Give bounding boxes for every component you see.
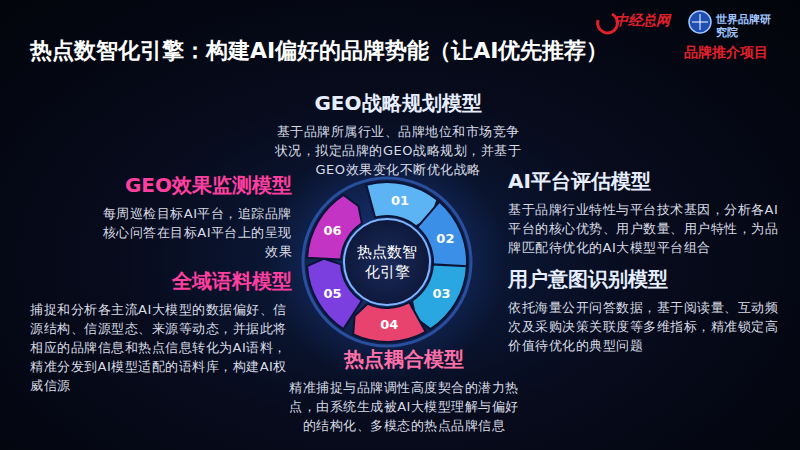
model-description: 基于品牌行业特性与平台技术基因，分析各AI平台的核心优势、用户数量、用户特性，为… bbox=[508, 200, 780, 257]
model-block: 热点耦合模型精准捕捉与品牌调性高度契合的潜力热点，由系统生成被AI大模型理解与偏… bbox=[286, 346, 522, 435]
wheel-segment bbox=[353, 302, 426, 342]
model-description: 基于品牌所属行业、品牌地位和市场竞争状况，拟定品牌的GEO战略规划，并基于GEO… bbox=[272, 122, 524, 179]
model-block: 全域语料模型捕捉和分析各主流AI大模型的数据偏好、信源结构、信源型态、来源等动态… bbox=[30, 268, 292, 395]
segment-number: 03 bbox=[433, 286, 451, 301]
wheel-glow bbox=[267, 142, 507, 382]
model-description: 依托海量公开问答数据，基于阅读量、互动频次及采购决策关联度等多维指标，精准锁定高… bbox=[508, 298, 790, 355]
callout-number: 05 bbox=[323, 286, 341, 301]
callout-number: 04 bbox=[380, 317, 398, 332]
logo-mark bbox=[598, 11, 711, 33]
model-block: AI平台评估模型基于品牌行业特性与平台技术基因，分析各AI平台的核心优势、用户数… bbox=[508, 168, 780, 257]
wheel-segments bbox=[307, 182, 467, 342]
model-heading: 全域语料模型 bbox=[30, 268, 292, 294]
segment-number: 01 bbox=[391, 193, 409, 208]
callout-number: 01 bbox=[391, 193, 409, 208]
model-heading: GEO效果监测模型 bbox=[96, 172, 292, 198]
callout-number: 06 bbox=[323, 223, 341, 238]
wheel-rim bbox=[303, 178, 471, 346]
segment-number: 06 bbox=[323, 223, 341, 238]
model-description: 捕捉和分析各主流AI大模型的数据偏好、信源结构、信源型态、来源等动态，并据此将相… bbox=[30, 300, 292, 395]
model-description: 每周巡检目标AI平台，追踪品牌核心问答在目标AI平台上的呈现效果 bbox=[96, 204, 292, 261]
engine-label: 热点数智化引擎 bbox=[355, 242, 419, 282]
model-block: GEO效果监测模型每周巡检目标AI平台，追踪品牌核心问答在目标AI平台上的呈现效… bbox=[96, 172, 292, 261]
logo-text: 世界品牌研究院 bbox=[716, 13, 776, 39]
model-block: GEO战略规划模型基于品牌所属行业、品牌地位和市场竞争状况，拟定品牌的GEO战略… bbox=[272, 90, 524, 179]
model-heading: 热点耦合模型 bbox=[286, 346, 522, 372]
page-title: 热点数智化引擎：构建AI偏好的品牌势能（让AI优先推荐） bbox=[30, 36, 608, 66]
model-block: 用户意图识别模型依托海量公开问答数据，基于阅读量、互动频次及采购决策关联度等多维… bbox=[508, 266, 790, 355]
engine-circle: 热点数智化引擎 bbox=[343, 218, 431, 306]
segment-number: 02 bbox=[436, 231, 454, 246]
segment-number: 05 bbox=[323, 286, 341, 301]
model-heading: GEO战略规划模型 bbox=[272, 90, 524, 116]
segment-number: 04 bbox=[380, 317, 398, 332]
callout-number: 03 bbox=[433, 286, 451, 301]
callout-number: 02 bbox=[436, 231, 454, 246]
model-heading: 用户意图识别模型 bbox=[508, 266, 790, 292]
logo-text: 品牌推介项目 bbox=[684, 44, 768, 62]
model-heading: AI平台评估模型 bbox=[508, 168, 780, 194]
model-description: 精准捕捉与品牌调性高度契合的潜力热点，由系统生成被AI大模型理解与偏好的结构化、… bbox=[286, 378, 522, 435]
logo-text: 中经总网 bbox=[614, 12, 670, 30]
